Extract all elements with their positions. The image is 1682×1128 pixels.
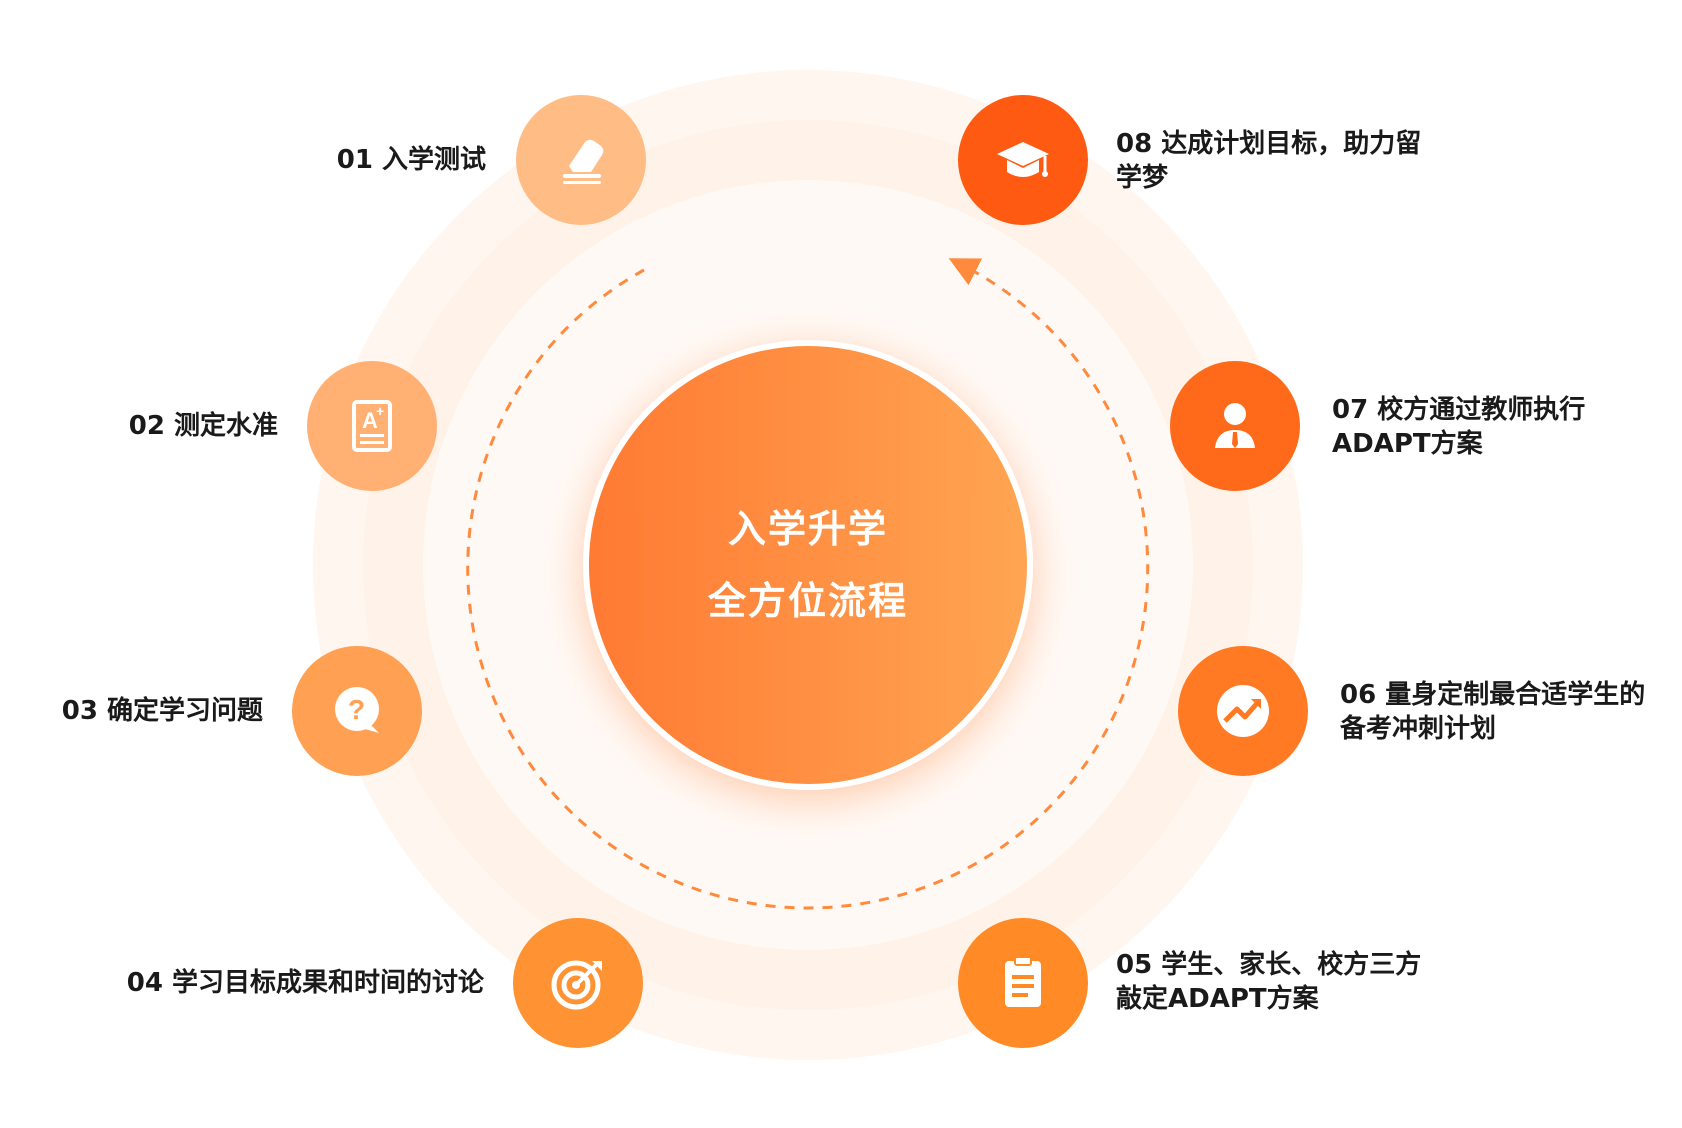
center-title-line1: 入学升学 <box>727 507 888 551</box>
target-icon <box>551 960 602 1010</box>
step-05-label: 05 学生、家长、校方三方 敲定ADAPT方案 <box>1116 948 1421 1016</box>
question-bubble-icon: ? <box>335 687 379 733</box>
svg-text:+: + <box>376 403 384 419</box>
step-06-label-line1: 06 量身定制最合适学生的 <box>1340 680 1646 710</box>
step-05-label-line2: 敲定ADAPT方案 <box>1116 984 1319 1014</box>
step-03-label-line1: 03 确定学习问题 <box>61 696 263 726</box>
teacher-icon <box>1215 403 1255 448</box>
step-08-node <box>958 95 1088 225</box>
clipboard-icon <box>1005 956 1041 1007</box>
trend-up-icon <box>1217 685 1269 737</box>
step-02-label: 02 测定水准 <box>129 409 278 443</box>
step-05-node <box>958 918 1088 1048</box>
step-07-label: 07 校方通过教师执行 ADAPT方案 <box>1332 393 1585 461</box>
step-02-label-line1: 02 测定水准 <box>128 411 278 441</box>
step-06-label: 06 量身定制最合适学生的 备考冲刺计划 <box>1340 678 1645 746</box>
step-08-label-line1: 08 达成计划目标，助力留 <box>1116 129 1422 159</box>
step-06-label-line2: 备考冲刺计划 <box>1340 714 1497 744</box>
svg-text:A: A <box>362 408 378 433</box>
step-03-label: 03 确定学习问题 <box>62 694 263 728</box>
step-04-label: 04 学习目标成果和时间的讨论 <box>127 966 484 1000</box>
svg-text:?: ? <box>348 694 365 725</box>
step-08-label-line2: 学梦 <box>1116 163 1169 193</box>
grade-document-icon: A + <box>352 400 392 452</box>
step-08-label: 08 达成计划目标，助力留 学梦 <box>1116 127 1421 195</box>
eraser-icon <box>563 139 604 184</box>
step-07-label-line2: ADAPT方案 <box>1332 429 1483 459</box>
step-01-label: 01 入学测试 <box>337 143 486 177</box>
step-03-node: ? <box>292 646 422 776</box>
step-07-node <box>1170 361 1300 491</box>
graduation-cap-icon <box>997 142 1049 177</box>
step-04-node <box>513 918 643 1048</box>
center-title-line2: 全方位流程 <box>707 579 908 623</box>
step-07-label-line1: 07 校方通过教师执行 <box>1332 395 1586 425</box>
step-02-node: A + <box>307 361 437 491</box>
step-06-node <box>1178 646 1308 776</box>
center-title-circle: 入学升学 全方位流程 <box>583 340 1033 790</box>
step-04-label-line1: 04 学习目标成果和时间的讨论 <box>126 968 484 998</box>
step-05-label-line1: 05 学生、家长、校方三方 <box>1116 950 1422 980</box>
step-01-node <box>516 95 646 225</box>
dashed-cycle-arrow <box>466 258 1150 910</box>
step-01-label-line1: 01 入学测试 <box>336 145 486 175</box>
